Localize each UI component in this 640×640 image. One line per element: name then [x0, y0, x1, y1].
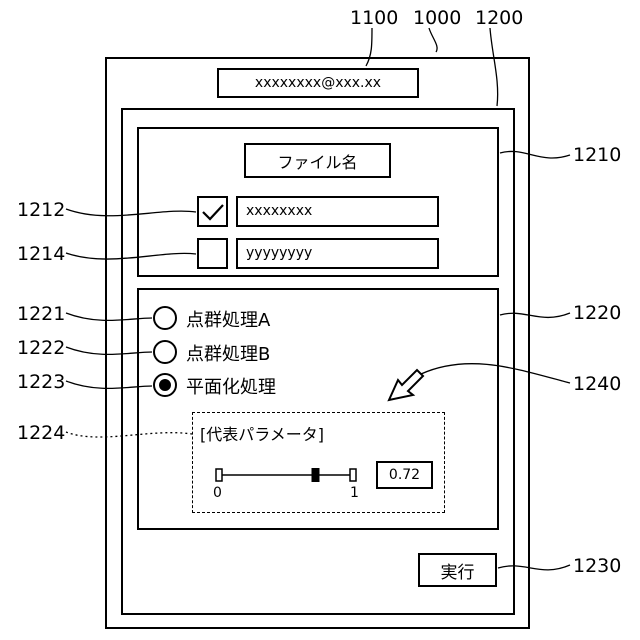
file-name-text-1: xxxxxxxx: [246, 203, 312, 219]
file-name-button-label: ファイル名: [277, 149, 357, 173]
cursor-arrow-icon: [383, 362, 433, 412]
slider-max-label: 1: [350, 485, 359, 501]
slider-min-end: [216, 469, 222, 481]
radio-label-3: 平面化処理: [186, 373, 276, 399]
ref-1212: 1212: [17, 200, 65, 220]
ref-1224: 1224: [17, 423, 65, 443]
file-checkbox-1[interactable]: [197, 196, 228, 227]
radio-unselected-icon: [152, 305, 178, 331]
execute-button[interactable]: 実行: [418, 553, 497, 587]
parameter-value-field[interactable]: 0.72: [376, 461, 433, 489]
ref-1220: 1220: [573, 303, 621, 323]
radio-option-3[interactable]: 平面化処理: [152, 372, 302, 398]
ref-1222: 1222: [17, 338, 65, 358]
parameter-slider[interactable]: [211, 465, 361, 485]
radio-option-1[interactable]: 点群処理A: [152, 305, 292, 331]
ref-1230: 1230: [573, 556, 621, 576]
ref-1000: 1000: [413, 8, 461, 28]
ref-1240: 1240: [573, 374, 621, 394]
radio-selected-icon: [152, 372, 178, 398]
ref-1100: 1100: [350, 8, 398, 28]
account-email-text: xxxxxxxx@xxx.xx: [255, 75, 381, 91]
file-name-field-2[interactable]: yyyyyyyy: [236, 238, 439, 269]
radio-unselected-icon: [152, 339, 178, 365]
radio-label-2: 点群処理B: [186, 340, 270, 366]
check-icon: [201, 202, 225, 222]
file-name-text-2: yyyyyyyy: [246, 245, 312, 261]
ref-1214: 1214: [17, 244, 65, 264]
slider-min-label: 0: [213, 485, 222, 501]
parameter-title: [代表パラメータ]: [200, 421, 324, 445]
file-name-button[interactable]: ファイル名: [244, 143, 391, 178]
ref-1210: 1210: [573, 145, 621, 165]
file-name-field-1[interactable]: xxxxxxxx: [236, 196, 439, 227]
slider-thumb: [312, 468, 320, 482]
slider-max-end: [350, 469, 356, 481]
account-email-field[interactable]: xxxxxxxx@xxx.xx: [217, 68, 419, 98]
ref-1221: 1221: [17, 304, 65, 324]
radio-label-1: 点群処理A: [186, 306, 270, 332]
file-checkbox-2[interactable]: [197, 238, 228, 269]
ref-1223: 1223: [17, 372, 65, 392]
ref-1200: 1200: [475, 8, 523, 28]
execute-button-label: 実行: [441, 558, 475, 583]
parameter-value-text: 0.72: [389, 467, 420, 483]
radio-option-2[interactable]: 点群処理B: [152, 339, 292, 365]
